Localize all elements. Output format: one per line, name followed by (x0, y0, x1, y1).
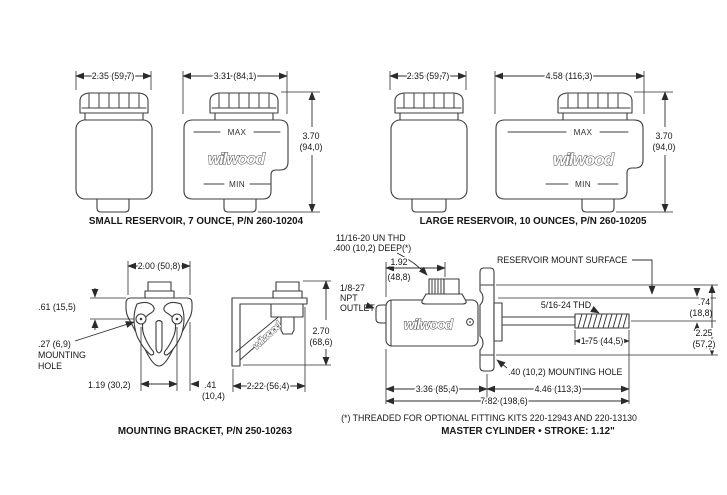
reservoir-body-notched (183, 119, 289, 200)
outlet-spigot (411, 198, 447, 213)
thread-note-line1: 11/16-20 UN THD (336, 233, 406, 243)
reservoir-boss-top (275, 281, 300, 292)
large-reservoir-panel: 2.35 (59,7) 4.58 (116,3) MAX w (389, 70, 677, 229)
cap-ribs (403, 92, 455, 109)
cylinder-spigot (280, 316, 295, 335)
master-cylinder-body: wilwood (375, 278, 479, 347)
dim-thread-length: 1.75 (44,5) (581, 336, 624, 346)
outlet-label-line3: OUTLET (340, 303, 375, 313)
wilwood-logo: wilwood (208, 151, 266, 168)
cap-ribs (567, 92, 619, 109)
min-label: MIN (229, 180, 245, 189)
dim-bolt-spacing-mm: (57,2) (693, 339, 716, 349)
dim-small-front-width: 2.35 (59,7) (92, 71, 135, 81)
dim-edge-offset-in: .41 (204, 380, 216, 390)
fitting-base (421, 293, 467, 305)
registered-mark (466, 318, 474, 326)
reservoir-body (390, 119, 468, 200)
max-label: MAX (228, 128, 247, 137)
dim-small-height-in: 3.70 (302, 131, 319, 141)
cap-ribs (218, 92, 270, 109)
dim-boss-offset-mm: (48,8) (388, 272, 411, 282)
master-cylinder-caption: MASTER CYLINDER • STROKE: 1.12" (441, 426, 615, 437)
reservoir-cap (394, 92, 464, 114)
dim-large-height-mm: (94,0) (653, 142, 676, 152)
fitting-collar (443, 278, 460, 295)
dim-bracket-depth: 2.22 (56,4) (247, 381, 290, 391)
small-reservoir-side-view: 3.31 (84,1) MAX wilwood MIN 3.70 (94,0) (182, 70, 324, 213)
rod-collar (493, 302, 503, 342)
dim-bracket-width: 2.00 (50,8) (138, 261, 181, 271)
dim-rod-length: 4.46 (113,3) (535, 384, 582, 394)
small-reservoir-front-view: 2.35 (59,7) (75, 70, 153, 213)
large-reservoir-front-view: 2.35 (59,7) (389, 70, 468, 213)
cap-neck (562, 112, 628, 121)
reservoir-cap (209, 92, 279, 114)
large-reservoir-side-view: 4.58 (116,3) MAX wilwood MIN 3.70 (94,0) (494, 70, 677, 213)
outlet-label-line1: 1/8-27 (340, 283, 365, 293)
outlet-spigot (223, 198, 257, 213)
dim-surface-to-rod-mm: (18,8) (690, 308, 713, 318)
dim-boss-offset-in: 1.92 (390, 257, 407, 267)
dim-bracket-height-in: 2.70 (312, 326, 329, 336)
bracket-side-view: wilwood 2.70 (68,6) 2.22 (56,4) (231, 280, 334, 393)
dim-hole-spacing: 1.19 (30,2) (88, 380, 131, 390)
cap-neck (399, 112, 459, 121)
reservoir-cap (557, 92, 633, 114)
reservoir-boss-top (147, 281, 172, 292)
dim-edge-offset-mm: (10,4) (202, 391, 225, 401)
cap-ribs (88, 92, 140, 109)
reservoir-cap (79, 92, 149, 114)
hole-note-line1: .27 (6,9) (38, 339, 71, 349)
fitting-kits-footnote: (*) THREADED FOR OPTIONAL FITTING KITS 2… (341, 413, 637, 423)
dim-surface-to-rod-in: .74 (698, 297, 710, 307)
dim-bracket-height-mm: (68,6) (310, 337, 333, 347)
small-reservoir-caption: SMALL RESERVOIR, 7 OUNCE, P/N 260-10204 (89, 216, 304, 227)
hole-note-line2: MOUNTING (38, 350, 86, 360)
bracket-front-view: 2.00 (50,8) .61 (15,5) .27 (6,9) MOUNTIN… (37, 260, 227, 403)
push-rod (501, 313, 630, 329)
large-reservoir-caption: LARGE RESERVOIR, 10 OUNCES, P/N 260-1020… (420, 216, 647, 227)
outlet-spigot (96, 198, 130, 213)
rod-thread-label: 5/16-24 THD (541, 300, 591, 310)
bracket-l-profile (231, 297, 308, 367)
mounting-flange (479, 267, 503, 372)
small-reservoir-panel: 2.35 (59,7) 3.31 (84,1) MAX wi (75, 70, 324, 229)
dim-hole-offset: .61 (15,5) (38, 302, 76, 312)
mounting-hole-note: .40 (10,2) MOUNTING HOLE (508, 367, 623, 377)
reservoir-boss-base (272, 290, 303, 299)
master-cylinder-panel: 11/16-20 UN THD .400 (10,2) DEEP(*) 1.92… (332, 232, 718, 439)
cylinder-block (270, 303, 304, 318)
reservoir-body-notched (495, 119, 644, 200)
mounting-bracket-panel: 2.00 (50,8) .61 (15,5) .27 (6,9) MOUNTIN… (37, 260, 335, 439)
thread-note-line2: .400 (10,2) DEEP(*) (333, 243, 411, 253)
min-label: MIN (575, 180, 591, 189)
dim-bolt-spacing-in: 2.25 (695, 328, 712, 338)
mounting-bracket-caption: MOUNTING BRACKET, P/N 250-10263 (118, 426, 293, 437)
outlet-label-line2: NPT (340, 293, 358, 303)
dim-small-side-width: 3.31 (84,1) (214, 71, 257, 81)
mount-surface-label: RESERVOIR MOUNT SURFACE (497, 255, 627, 265)
wilwood-logo: wilwood (553, 150, 615, 169)
dim-small-height-mm: (94,0) (300, 142, 323, 152)
dim-large-side-width: 4.58 (116,3) (546, 71, 593, 81)
reservoir-boss-base (144, 290, 175, 299)
wilwood-logo: wilwood (404, 316, 454, 332)
cap-neck (84, 112, 144, 121)
cap-neck (214, 112, 274, 121)
fitting-threads (428, 278, 445, 295)
max-label: MAX (574, 128, 593, 137)
dim-large-height-in: 3.70 (655, 131, 672, 141)
hole-note-line3: HOLE (38, 361, 62, 371)
bracket-slot-center (155, 319, 163, 354)
reservoir-body (75, 119, 153, 200)
outlet-port (375, 304, 388, 324)
dim-large-front-width: 2.35 (59,7) (407, 71, 450, 81)
outlet-spigot (581, 198, 615, 213)
dim-total-length: 7.82 (198,6) (480, 396, 528, 406)
dim-body-length: 3.36 (85,4) (416, 384, 459, 394)
